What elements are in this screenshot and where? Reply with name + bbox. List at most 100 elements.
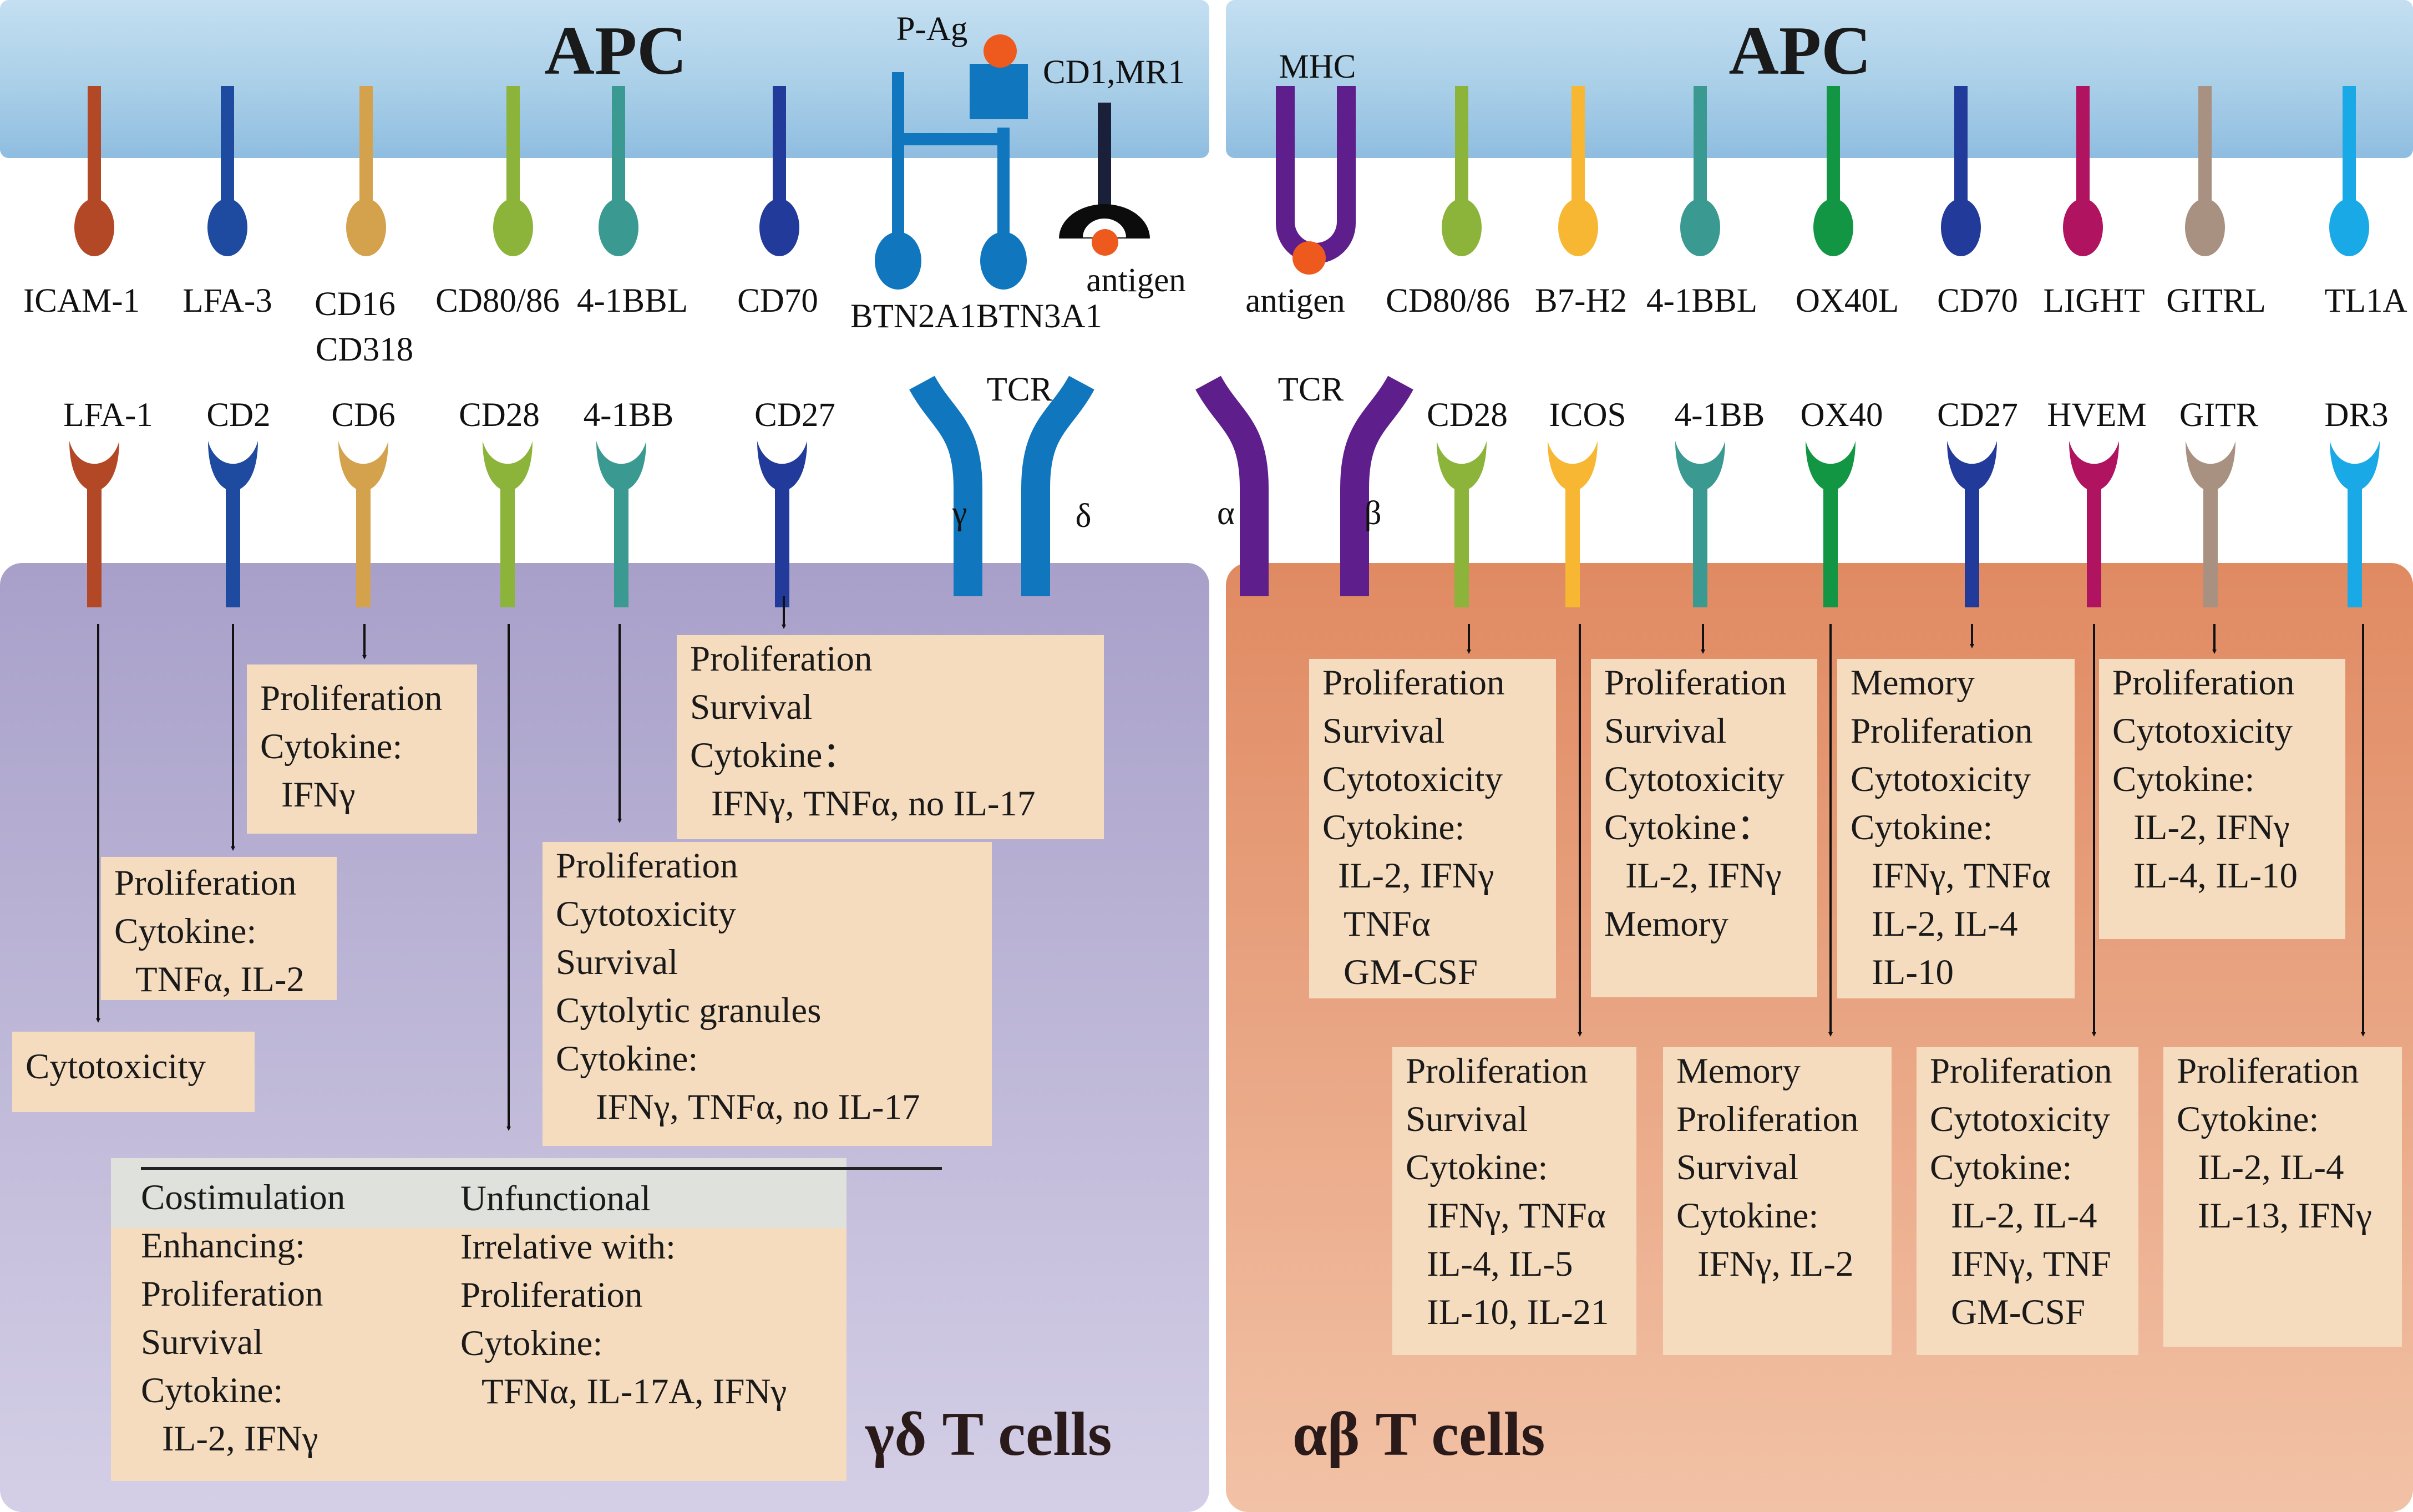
cd70-ligand-left <box>759 86 799 256</box>
label-gamma: γ <box>952 495 967 532</box>
box-dr3: Proliferation Cytokine: IL-2, IL-4 IL-13… <box>2163 1047 2402 1347</box>
box-line: Cytokine: <box>260 727 403 767</box>
box-line: IFNγ, IL-2 <box>1697 1244 1854 1284</box>
label-cd80-right: CD80/86 <box>1386 282 1510 319</box>
box-line: Cytotoxicity <box>1322 759 1503 799</box>
table-header-band <box>111 1158 846 1228</box>
box-icos: Proliferation Survival Cytokine: IFNγ, T… <box>1392 1047 1636 1355</box>
cd27-receptor-right <box>1947 441 1997 607</box>
box-cd27-left: Proliferation Survival Cytokine： IFNγ, T… <box>677 635 1104 839</box>
box-line: IL-10, IL-21 <box>1427 1292 1609 1332</box>
gitr-receptor <box>2186 441 2235 607</box>
box-line: Proliferation <box>260 678 443 718</box>
lfa3-ligand <box>207 86 247 256</box>
box-line: IFNγ, TNFα, no IL-17 <box>711 784 1036 824</box>
cd1-mr1-molecule <box>1059 103 1150 256</box>
label-cd70-left: CD70 <box>737 282 818 319</box>
label-dr3: DR3 <box>2324 397 2389 434</box>
box-line: Cytokine： <box>1604 808 1773 848</box>
cd27-receptor-left <box>757 441 807 607</box>
box-line: Cytotoxicity <box>2112 711 2293 751</box>
box-line: Cytokine: <box>1406 1148 1548 1188</box>
box-line: IL-2, IL-4 <box>2198 1148 2344 1188</box>
box-line: IFNγ, TNFα <box>1872 856 2051 896</box>
dr3-receptor <box>2330 441 2380 607</box>
table-cell: Cytokine: <box>460 1323 603 1363</box>
label-pag: P-Ag <box>896 11 968 48</box>
box-line: Survival <box>1406 1099 1528 1139</box>
apc-title-left: APC <box>544 13 687 89</box>
label-cd6: CD6 <box>331 397 396 434</box>
box-line: IL-2, IL-4 <box>1951 1196 2097 1236</box>
box-line: Cytolytic granules <box>556 991 822 1031</box>
box-line: IL-13, IFNγ <box>2198 1196 2372 1236</box>
box-line: GM-CSF <box>1344 952 1478 992</box>
box-line: Memory <box>1604 904 1728 944</box>
box-line: IL-10 <box>1872 952 1954 992</box>
tcr-gamma-delta <box>909 376 1094 596</box>
label-cd28-left: CD28 <box>459 397 540 434</box>
box-line: Proliferation <box>2112 663 2295 703</box>
box-line: Survival <box>690 687 813 727</box>
cd80-86-ligand-left <box>493 86 533 256</box>
box-line: Cytokine: <box>2177 1099 2319 1139</box>
box-line: IL-2, IFNγ <box>2133 808 2290 848</box>
label-icos: ICOS <box>1549 397 1626 434</box>
label-cd2: CD2 <box>206 397 271 434</box>
bbl-ligand-right <box>1680 86 1720 256</box>
table-cell: Cytokine: <box>141 1371 283 1410</box>
box-line: Proliferation <box>1930 1051 2112 1091</box>
label-bb-left: 4-1BB <box>583 397 674 434</box>
box-line: IFNγ, TNF <box>1951 1244 2111 1284</box>
ox40-receptor <box>1806 441 1856 607</box>
box-line: IL-2, IFNγ <box>1338 856 1494 896</box>
label-tl1a: TL1A <box>2324 282 2407 319</box>
cd6-receptor <box>338 441 388 607</box>
box-line: IL-4, IL-5 <box>1427 1244 1573 1284</box>
box-line: Proliferation <box>2177 1051 2359 1091</box>
table-col-unfunctional: Unfunctional Irrelative with: Proliferat… <box>460 1175 787 1416</box>
box-line: Cytokine： <box>690 735 859 775</box>
label-alpha: α <box>1217 495 1235 532</box>
box-line: Survival <box>1322 711 1445 751</box>
table-cell: IL-2, IFNγ <box>162 1419 318 1459</box>
label-b7h2: B7-H2 <box>1534 282 1628 319</box>
table-cell: Irrelative with: <box>460 1227 676 1267</box>
lfa1-receptor <box>69 441 119 607</box>
label-delta: δ <box>1075 498 1092 535</box>
box-line: IL-4, IL-10 <box>2133 856 2298 896</box>
label-cd80-left: CD80/86 <box>435 282 560 319</box>
light-ligand <box>2063 86 2103 256</box>
cd70-ligand-right <box>1941 86 1981 256</box>
label-cd27-left: CD27 <box>754 397 835 434</box>
antigen-icon-right <box>1292 241 1326 275</box>
cd28-costimulation-table: Costimulation Enhancing: Proliferation S… <box>111 1158 942 1481</box>
icam1-ligand <box>74 86 114 256</box>
label-tcr-right: TCR <box>1278 371 1344 408</box>
label-cd70-right: CD70 <box>1937 282 2018 319</box>
box-cd2: Proliferation Cytokine: TNFα, IL-2 <box>101 857 337 1000</box>
box-hvem: Proliferation Cytotoxicity Cytokine: IL-… <box>1917 1047 2138 1355</box>
table-col-costimulation: Costimulation Enhancing: Proliferation S… <box>141 1174 345 1463</box>
table-header: Unfunctional <box>460 1179 651 1219</box>
box-line: Cytokine: <box>114 911 257 951</box>
btn2a1-btn3a1-complex <box>875 64 1028 290</box>
apc-band-left <box>0 0 1209 158</box>
ab-cells-label: αβ T cells <box>1292 1400 1545 1469</box>
label-ox40: OX40 <box>1800 397 1883 434</box>
tl1a-ligand <box>2329 86 2369 256</box>
label-cd318: CD318 <box>315 331 414 368</box>
box-bb-left: Proliferation Cytotoxicity Survival Cyto… <box>543 842 992 1146</box>
hvem-receptor <box>2069 441 2119 607</box>
box-line: Proliferation <box>1322 663 1505 703</box>
cd80-86-ligand-right <box>1442 86 1482 256</box>
label-lfa3: LFA-3 <box>183 282 272 319</box>
bbl-ligand-left <box>599 86 638 256</box>
table-cell: Enhancing: <box>141 1226 306 1266</box>
box-line: Memory <box>1851 663 1975 703</box>
box-line: Cytokine: <box>2112 759 2255 799</box>
box-line: Survival <box>1676 1148 1799 1188</box>
box-line: Proliferation <box>114 863 297 903</box>
mhc-molecule <box>1276 86 1356 275</box>
label-bbl-left: 4-1BBL <box>577 282 688 319</box>
